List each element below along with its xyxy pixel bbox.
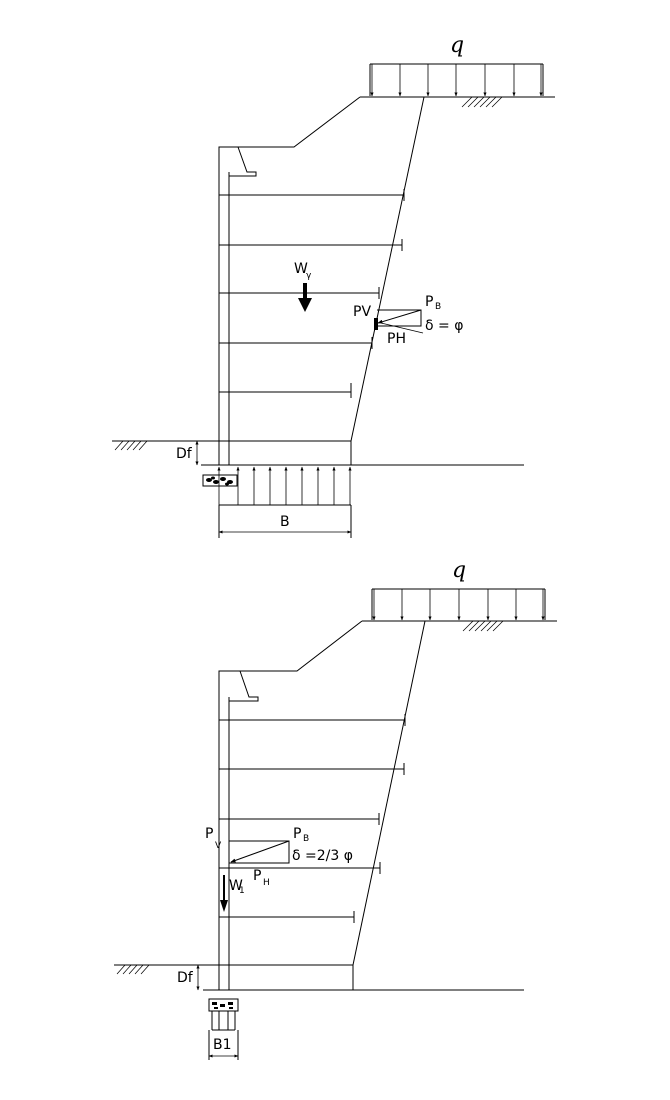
top-b-label: B <box>280 514 290 530</box>
top-ph-label: PH <box>387 331 406 347</box>
top-w-subscript: γ <box>306 271 312 281</box>
bottom-df-label: Df <box>177 970 194 986</box>
bottom-q-label: q <box>452 558 466 583</box>
bottom-ph-subscript: H <box>263 878 270 888</box>
top-surcharge-load: q <box>360 33 555 108</box>
bottom-w-subscript: 1 <box>239 886 245 896</box>
top-df-label: Df <box>176 446 193 462</box>
top-pb-label: P <box>425 294 433 310</box>
bottom-pv-label: P <box>205 826 213 842</box>
top-base-pressure-arrows <box>217 466 352 505</box>
bottom-wall-structure <box>218 620 426 990</box>
top-reinforcement-layers <box>219 189 405 442</box>
bottom-delta-label: δ =2/3 φ <box>292 848 353 864</box>
top-ground-df: Df <box>112 440 524 466</box>
top-pv-label: PV <box>353 304 371 320</box>
bottom-pv-subscript: V <box>215 841 222 851</box>
bottom-earth-pressure: P V P B δ =2/3 φ P H <box>205 826 353 888</box>
top-w-label: W <box>294 261 308 277</box>
bottom-ph-label: P <box>253 868 261 884</box>
top-earth-pressure: PV PH P B δ = φ <box>353 294 463 347</box>
bottom-diagram: q <box>114 558 557 1060</box>
top-diagram: q <box>112 33 555 538</box>
bottom-pb-subscript: B <box>303 834 309 844</box>
bottom-b1-label: B1 <box>213 1037 232 1053</box>
bottom-surcharge-load: q <box>362 558 557 632</box>
top-foundation: B <box>202 466 352 538</box>
top-delta-label: δ = φ <box>425 318 463 334</box>
top-weight-arrow: W γ <box>294 261 312 312</box>
bottom-ground-df: Df <box>114 964 524 991</box>
top-q-label: q <box>450 33 464 58</box>
bottom-w-label: W <box>229 878 243 894</box>
bottom-weight-arrow: W 1 <box>220 875 245 912</box>
bottom-reinforcement-layers <box>219 714 406 966</box>
top-failure-line <box>350 96 425 442</box>
top-wall-structure <box>218 96 425 465</box>
bottom-pb-label: P <box>293 826 301 842</box>
bottom-failure-line <box>352 620 426 966</box>
top-pb-subscript: B <box>435 302 441 312</box>
bottom-foundation: B1 <box>208 998 239 1060</box>
